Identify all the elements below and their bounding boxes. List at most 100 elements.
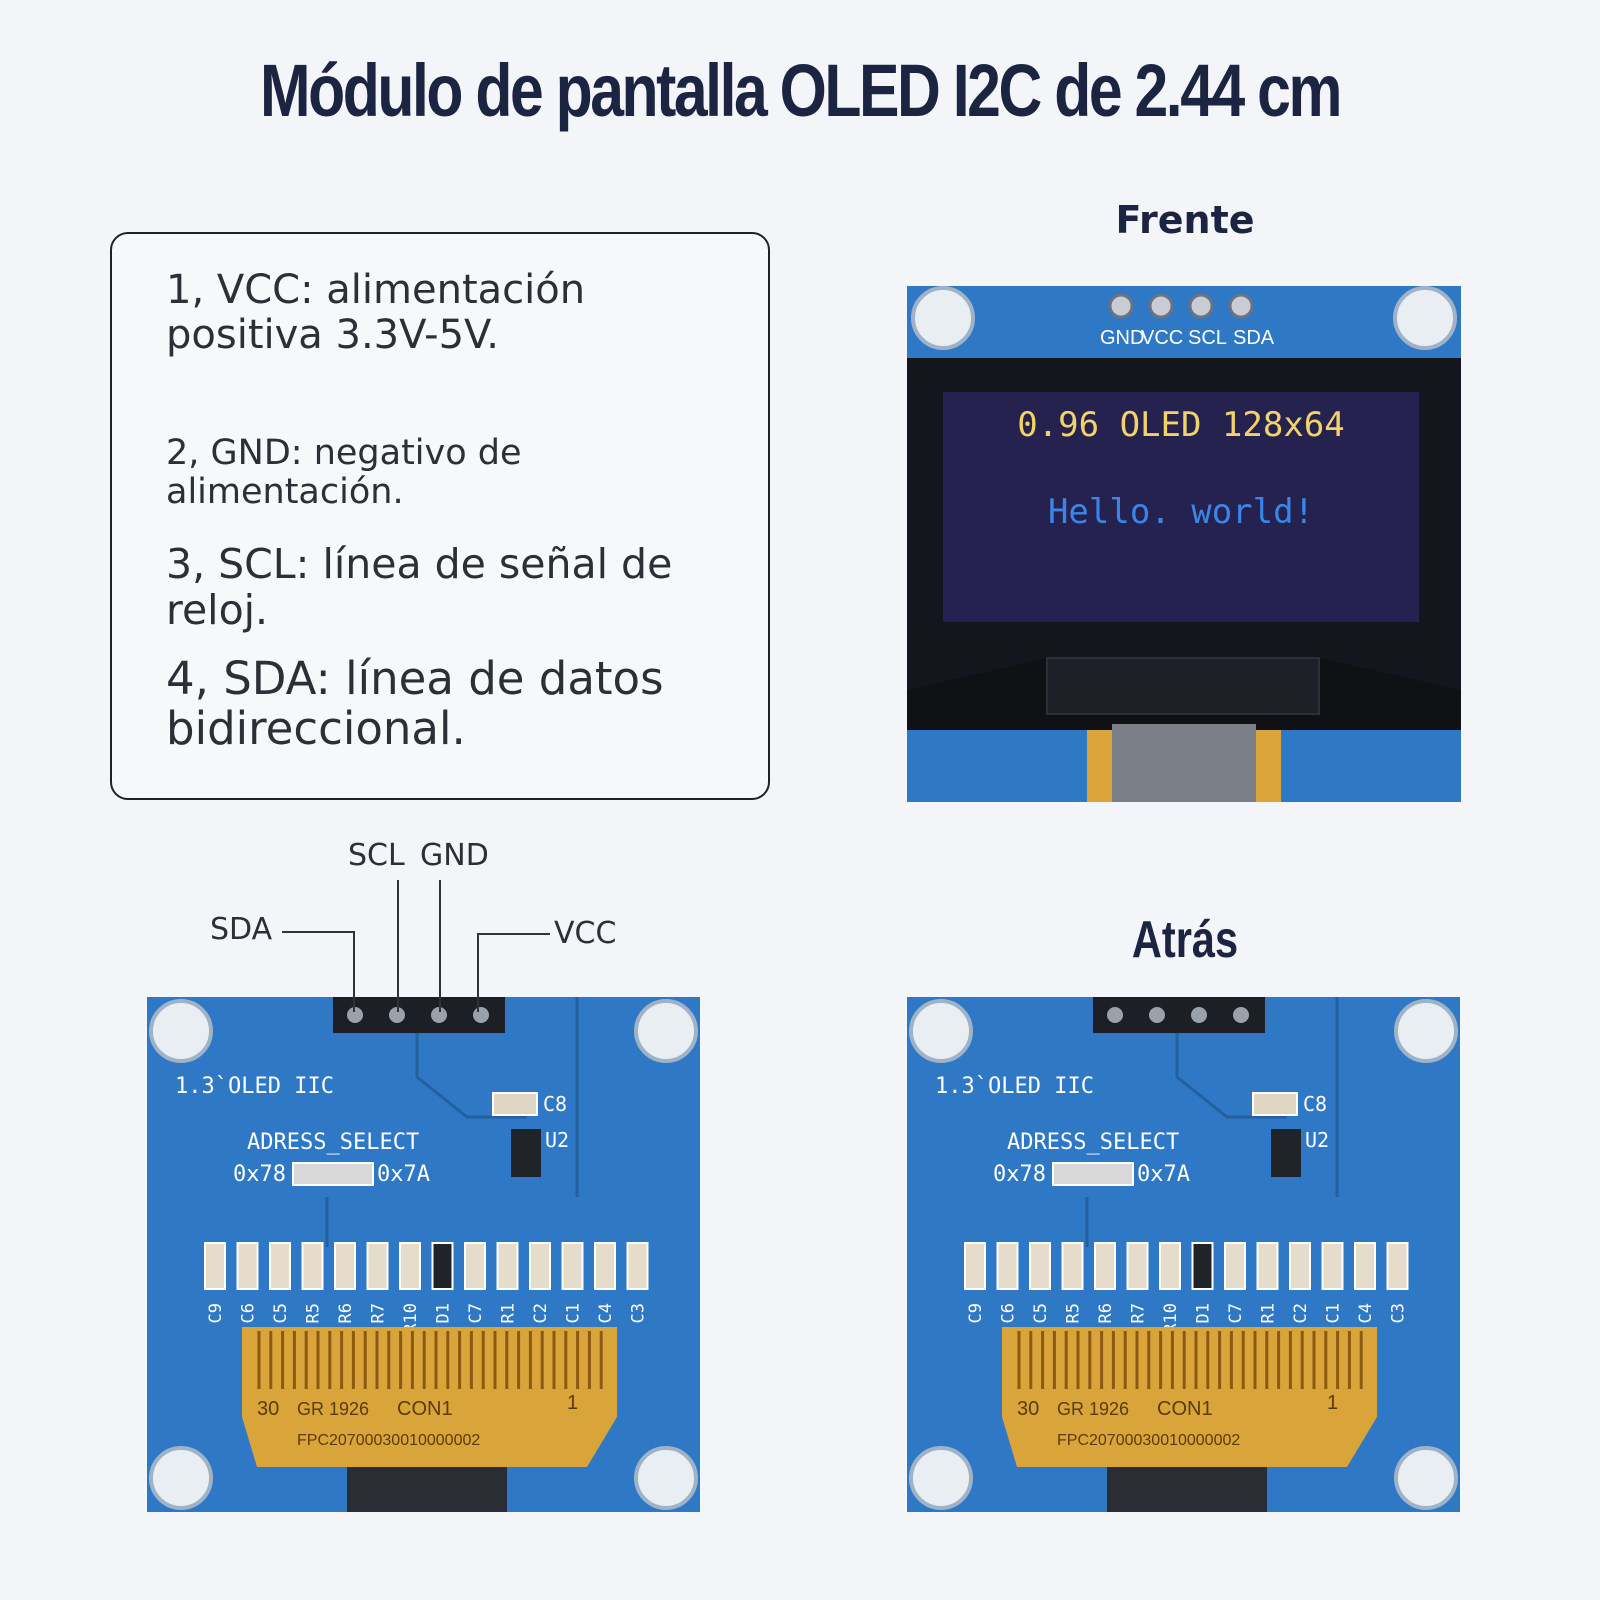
address-select-label: ADRESS_SELECT — [1007, 1130, 1179, 1155]
component-label: R6 — [336, 1303, 356, 1323]
component-r1 — [1256, 1242, 1279, 1290]
component-label: C3 — [629, 1303, 649, 1323]
component-r5 — [1061, 1242, 1084, 1290]
component-label: C1 — [1324, 1303, 1344, 1323]
component-r7 — [366, 1242, 389, 1290]
component-label: C9 — [206, 1303, 226, 1323]
component-label: C1 — [564, 1303, 584, 1323]
address-left: 0x78 — [993, 1162, 1046, 1187]
pin-desc-scl: 3, SCL: línea de señal de reloj. — [166, 540, 673, 634]
component-u2: U2 — [545, 1128, 569, 1152]
component-c1 — [1321, 1242, 1344, 1290]
component-r10 — [399, 1242, 421, 1290]
component-c3 — [626, 1242, 649, 1290]
back-module-annotated: 1.3`OLED IIC ADRESS_SELECT 0x78 0x7A C8 … — [147, 997, 700, 1512]
flex-cable — [242, 1327, 617, 1467]
component-d1 — [431, 1242, 454, 1290]
component-label: C2 — [531, 1303, 551, 1323]
front-pin-label-gnd: GND — [1100, 327, 1144, 349]
fpc-text-30: 30 — [257, 1398, 279, 1420]
pin-description-box: 1, VCC: alimentación positiva 3.3V-5V. 2… — [110, 232, 770, 800]
flex-cable — [1002, 1327, 1377, 1467]
address-left: 0x78 — [233, 1162, 286, 1187]
address-right: 0x7A — [377, 1162, 430, 1187]
component-label: C2 — [1291, 1303, 1311, 1323]
component-r10 — [1159, 1242, 1181, 1290]
component-c4 — [1354, 1242, 1376, 1290]
back-module: 1.3`OLED IIC ADRESS_SELECT 0x78 0x7A C8 … — [907, 997, 1460, 1512]
front-module: GND VCC SCL SDA 0.96 OLED 128x64 Hello. … — [907, 286, 1461, 802]
board-label: 1.3`OLED IIC — [175, 1074, 334, 1099]
component-d1 — [1191, 1242, 1214, 1290]
component-label: D1 — [1194, 1303, 1214, 1323]
flex-conductors — [1017, 1331, 1363, 1389]
capacitor-c8 — [492, 1092, 538, 1116]
fpc-part-number: FPC20700030010000002 — [297, 1432, 480, 1449]
component-label: R10 — [401, 1303, 421, 1334]
front-label: Frente — [1115, 198, 1255, 242]
component-label: C9 — [966, 1303, 986, 1323]
component-c7 — [464, 1242, 486, 1290]
front-pin-label-vcc: VCC — [1141, 327, 1183, 349]
component-r1 — [496, 1242, 519, 1290]
regulator-u2 — [1271, 1129, 1301, 1177]
callout-scl: SCL — [348, 838, 405, 873]
pin-desc-sda: 4, SDA: línea de datos bidireccional. — [166, 652, 664, 756]
component-label: C3 — [1389, 1303, 1409, 1323]
screen-line-2: Hello. world! — [1048, 492, 1314, 532]
address-jumper — [292, 1162, 374, 1186]
component-c9 — [204, 1242, 226, 1290]
component-c4 — [594, 1242, 616, 1290]
component-label: C6 — [239, 1303, 259, 1323]
address-right: 0x7A — [1137, 1162, 1190, 1187]
component-c3 — [1386, 1242, 1409, 1290]
address-jumper — [1052, 1162, 1134, 1186]
component-r5 — [301, 1242, 324, 1290]
oled-screen — [943, 392, 1419, 622]
component-label: C6 — [999, 1303, 1019, 1323]
flex-conductors — [257, 1331, 603, 1389]
component-label: R5 — [304, 1303, 324, 1323]
mounting-hole-icon — [149, 999, 698, 1510]
component-c5 — [1029, 1242, 1051, 1290]
fpc-text-1: 1 — [1327, 1392, 1338, 1414]
board-label: 1.3`OLED IIC — [935, 1074, 1094, 1099]
component-label: C4 — [596, 1303, 616, 1323]
component-label: D1 — [434, 1303, 454, 1323]
component-label: C4 — [1356, 1303, 1376, 1323]
header-pins-icon — [1108, 293, 1254, 319]
component-label: R7 — [369, 1303, 389, 1323]
mounting-hole-icon — [909, 999, 1458, 1510]
callout-gnd: GND — [420, 838, 489, 873]
component-c2 — [1289, 1242, 1311, 1290]
fpc-text-gr: GR 1926 — [1057, 1399, 1129, 1419]
component-r6 — [1094, 1242, 1116, 1290]
driver-chip — [1046, 657, 1320, 715]
component-r7 — [1126, 1242, 1149, 1290]
pin-desc-gnd: 2, GND: negativo de alimentación. — [166, 433, 522, 513]
component-label: R1 — [499, 1303, 519, 1323]
fpc-text-30: 30 — [1017, 1398, 1039, 1420]
component-c9 — [964, 1242, 986, 1290]
component-label: R10 — [1161, 1303, 1181, 1334]
component-label: R7 — [1129, 1303, 1149, 1323]
component-label: C5 — [1031, 1303, 1051, 1323]
front-pin-label-sda: SDA — [1233, 327, 1275, 349]
fpc-text-con: CON1 — [1157, 1398, 1213, 1420]
header-pins-icon — [347, 1007, 489, 1023]
screen-line-1: 0.96 OLED 128x64 — [1017, 405, 1345, 445]
regulator-u2 — [511, 1129, 541, 1177]
fpc-text-con: CON1 — [397, 1398, 453, 1420]
component-c8: C8 — [543, 1092, 567, 1116]
address-select-label: ADRESS_SELECT — [247, 1130, 419, 1155]
component-label: R1 — [1259, 1303, 1279, 1323]
component-u2: U2 — [1305, 1128, 1329, 1152]
component-c8: C8 — [1303, 1092, 1327, 1116]
callout-vcc: VCC — [554, 916, 617, 951]
component-c2 — [529, 1242, 551, 1290]
component-c1 — [561, 1242, 584, 1290]
callout-sda: SDA — [210, 912, 273, 947]
